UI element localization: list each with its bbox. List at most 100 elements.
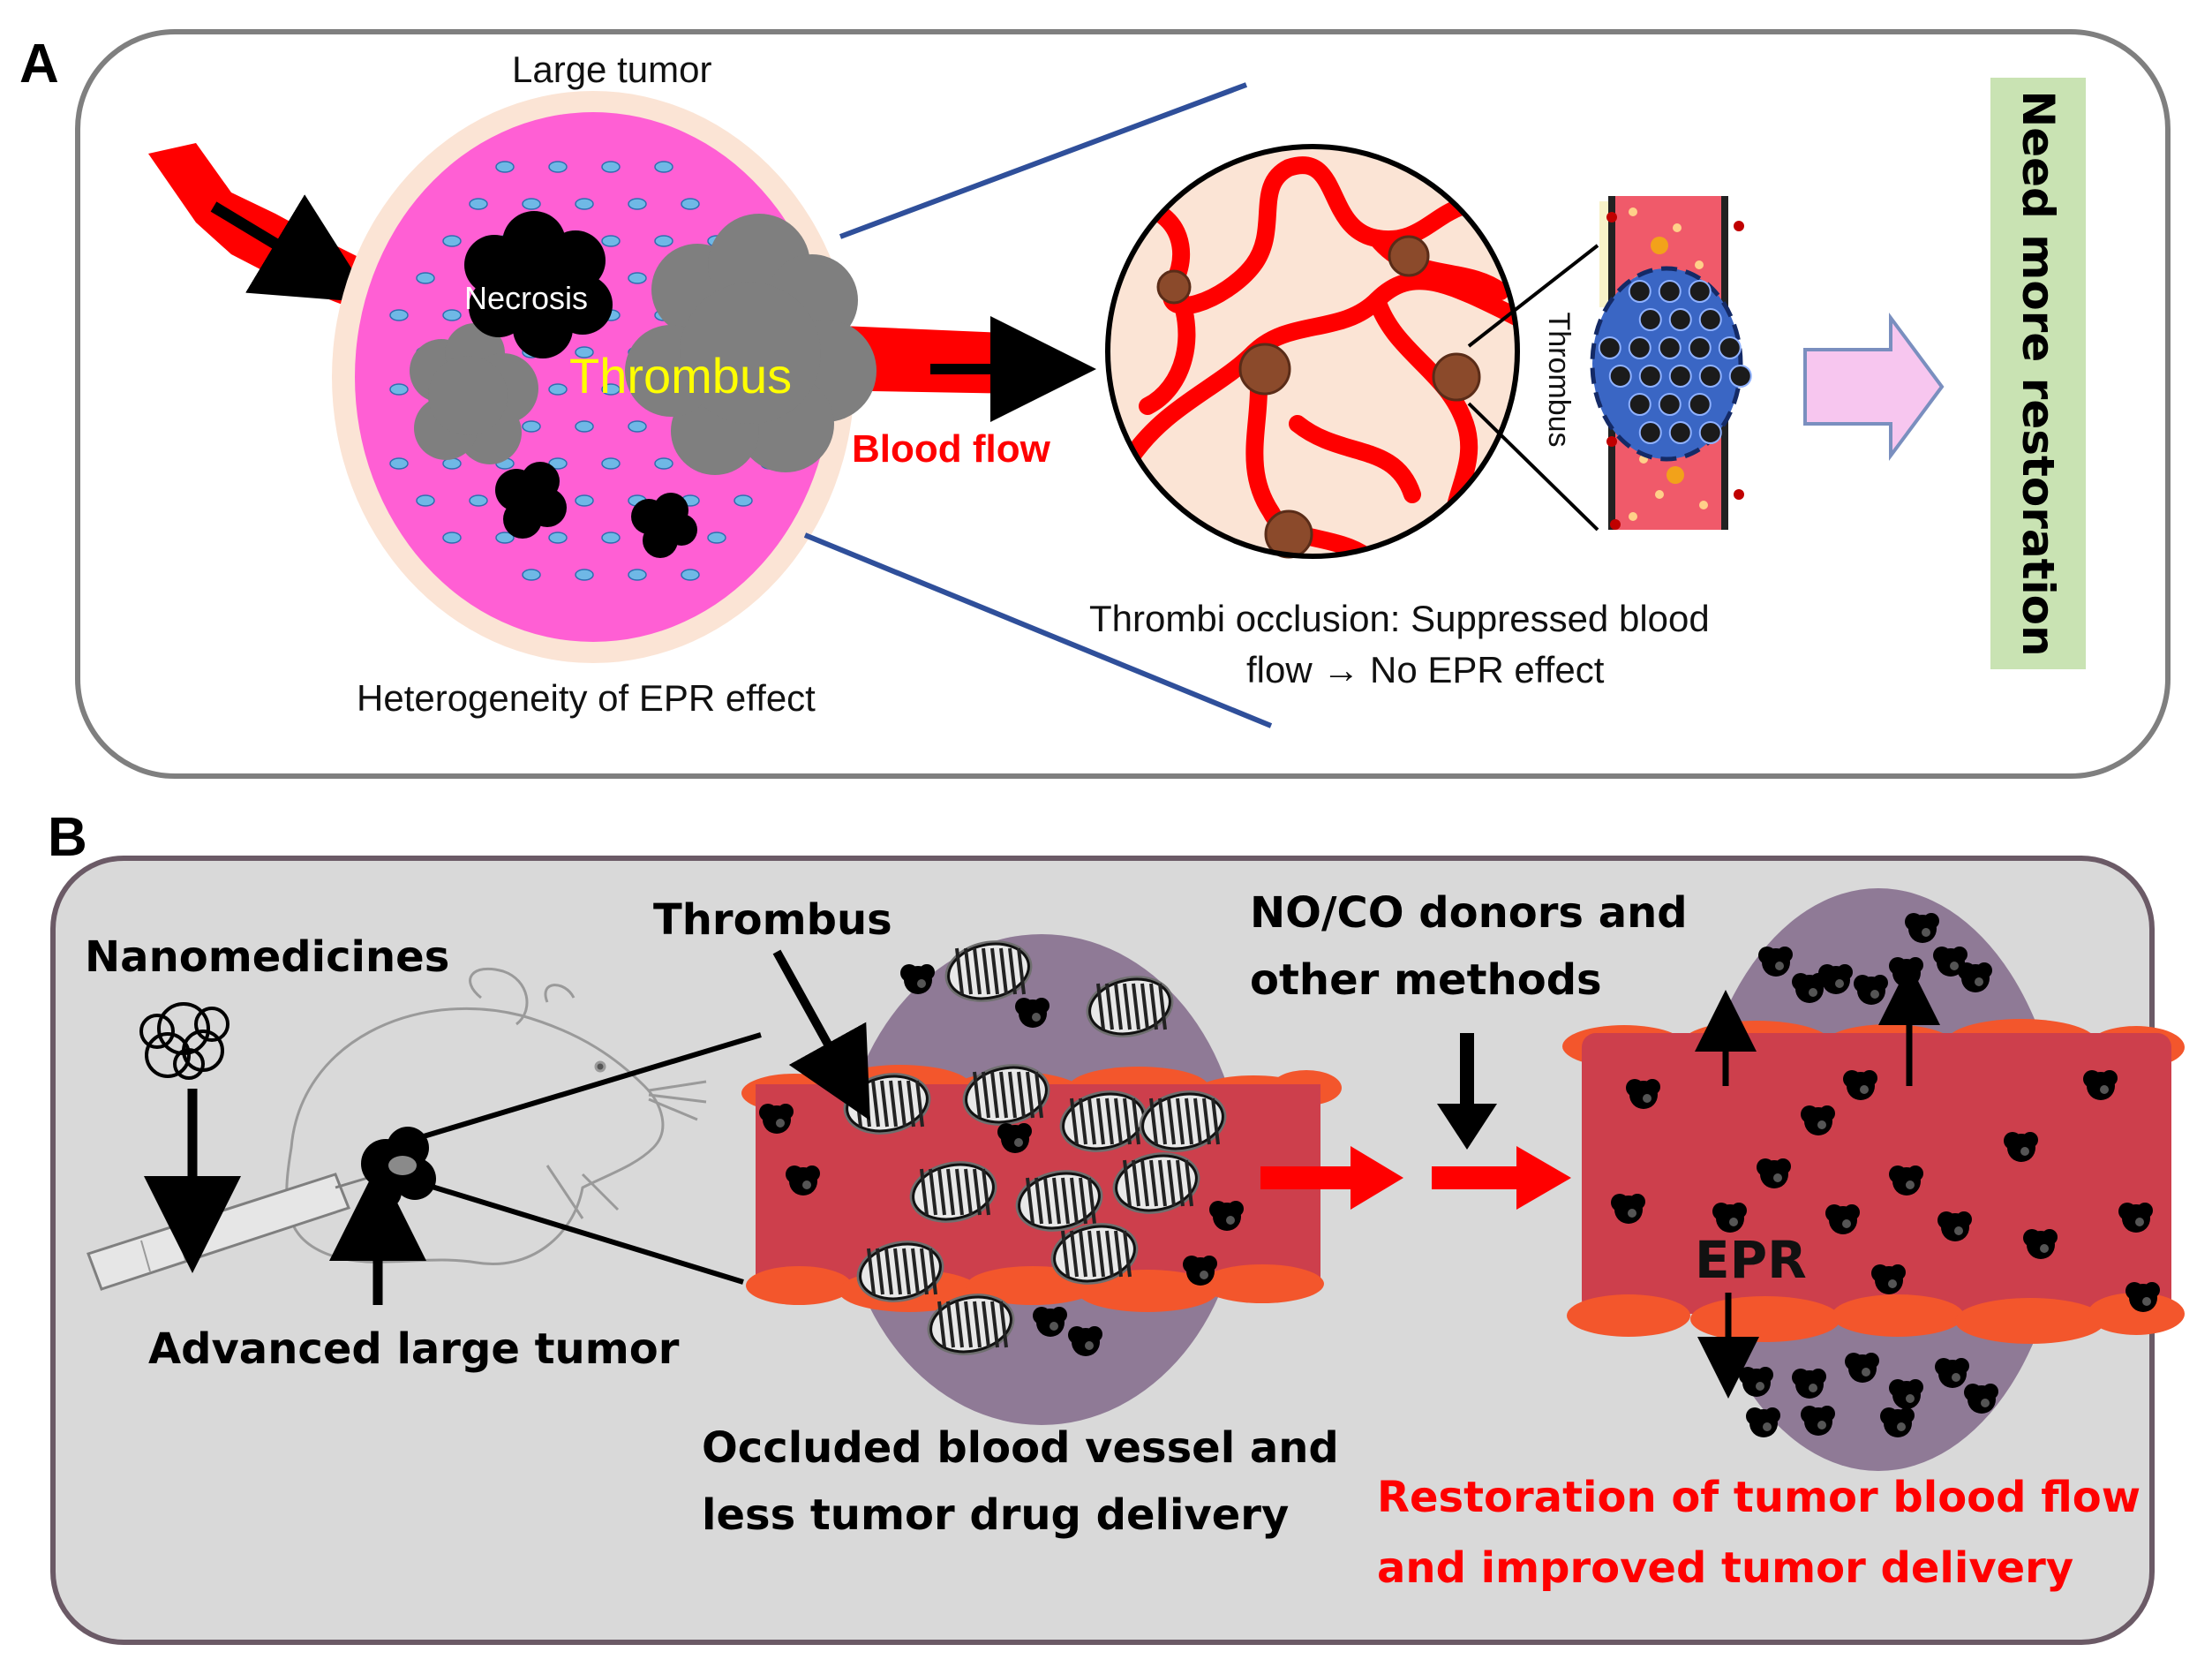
tumor-cell bbox=[389, 383, 409, 396]
clot-cell bbox=[1628, 280, 1651, 303]
necrosis-label: Necrosis bbox=[464, 280, 589, 316]
clot-cell bbox=[1628, 393, 1651, 416]
nanoparticle bbox=[1889, 1165, 1923, 1196]
tumor-cell bbox=[416, 272, 435, 284]
tumor-cell bbox=[628, 569, 647, 581]
tumor-cell bbox=[575, 569, 594, 581]
donors-arrow-head bbox=[1437, 1104, 1497, 1150]
nanoparticle bbox=[1183, 1256, 1217, 1286]
nanomedicine-scribble bbox=[139, 1002, 229, 1080]
occlusion-line-1: Thrombi occlusion: Suppressed blood bbox=[1089, 598, 1710, 639]
large-tumor-label: Large tumor bbox=[512, 49, 712, 90]
thrombus-clot bbox=[1590, 266, 1752, 462]
blood-cell-dot bbox=[1673, 223, 1682, 232]
thrombus-label-b: Thrombus bbox=[653, 895, 892, 945]
tumor-cell bbox=[654, 161, 673, 173]
clot-cell bbox=[1728, 365, 1752, 388]
tumor-cell bbox=[548, 383, 568, 396]
panel-a-letter: A bbox=[19, 34, 59, 94]
occluded-line-1: Occluded blood vessel and bbox=[702, 1423, 1339, 1473]
donors-line-1: NO/CO donors and bbox=[1250, 888, 1688, 938]
clot-cell bbox=[1698, 308, 1722, 331]
tumor-cell bbox=[522, 569, 541, 581]
clot-cell bbox=[1668, 308, 1692, 331]
nanoparticle bbox=[1801, 1406, 1835, 1436]
necrosis-small-1 bbox=[495, 462, 567, 539]
clot-cell bbox=[1608, 365, 1632, 388]
tumor-cell bbox=[575, 420, 594, 433]
clot-cell bbox=[1658, 280, 1682, 303]
clot-cell bbox=[1658, 336, 1682, 359]
nanoparticle bbox=[1905, 913, 1939, 943]
tumor-cell bbox=[442, 309, 462, 321]
clot-cell bbox=[1658, 393, 1682, 416]
restoration-line-2: and improved tumor delivery bbox=[1377, 1543, 2074, 1593]
striped-thrombus bbox=[1015, 1170, 1103, 1232]
nanoparticle bbox=[1964, 1384, 1998, 1414]
nanoparticle bbox=[2083, 1070, 2118, 1100]
clot-cell bbox=[1638, 421, 1662, 444]
heterogeneity-label: Heterogeneity of EPR effect bbox=[357, 677, 816, 719]
blood-cell-dot bbox=[1699, 501, 1708, 509]
clot-cell bbox=[1638, 308, 1662, 331]
tumor-cell bbox=[575, 198, 594, 210]
zoom-line-b-bottom bbox=[414, 1179, 744, 1285]
nanoparticle bbox=[1792, 973, 1826, 1003]
tumor-cell bbox=[522, 198, 541, 210]
nanoparticle bbox=[1611, 1194, 1645, 1224]
nanomedicines-label: Nanomedicines bbox=[85, 932, 450, 982]
zoom-circle bbox=[1105, 144, 1520, 559]
tumor-cell bbox=[601, 161, 621, 173]
need-more-restoration-label: Need more restoration bbox=[2013, 90, 2064, 657]
thrombus-label-arrow bbox=[772, 949, 870, 1121]
blood-flow-label: Blood flow bbox=[852, 427, 1050, 471]
striped-thrombus bbox=[1050, 1223, 1139, 1285]
tumor-cell bbox=[628, 272, 647, 284]
panel-b-letter: B bbox=[48, 807, 87, 868]
epr-label: EPR bbox=[1695, 1230, 1807, 1290]
blood-cell-dot bbox=[1655, 490, 1664, 499]
nanoparticle bbox=[1933, 947, 1967, 977]
nanoparticle bbox=[786, 1165, 820, 1196]
tumor-cell bbox=[469, 198, 488, 210]
nanoparticles-left bbox=[759, 964, 1244, 1356]
red-arrow-1-head bbox=[1351, 1146, 1403, 1210]
tumor-cell bbox=[628, 198, 647, 210]
nanoparticle bbox=[1015, 998, 1050, 1028]
tumor-cell bbox=[681, 198, 700, 210]
restoration-box bbox=[1990, 78, 2086, 669]
clot-cell bbox=[1718, 336, 1742, 359]
zoom-line-top bbox=[839, 82, 1248, 239]
thrombus-pointer-bottom bbox=[1467, 402, 1599, 532]
tumor-cell bbox=[601, 235, 621, 247]
nanoparticle bbox=[1757, 1158, 1791, 1188]
small-thrombus-mass bbox=[410, 323, 538, 464]
clot-cell bbox=[1698, 365, 1722, 388]
striped-thrombus bbox=[1112, 1152, 1200, 1214]
nanoparticle bbox=[1935, 1358, 1969, 1388]
tumor-cell bbox=[495, 532, 515, 544]
nanoparticle bbox=[1937, 1211, 1972, 1241]
nanoparticle bbox=[1871, 1264, 1906, 1294]
clot-cell bbox=[1688, 393, 1712, 416]
nanoparticle bbox=[2125, 1282, 2160, 1312]
tumor-cell bbox=[442, 235, 462, 247]
nanoparticle bbox=[1712, 1203, 1747, 1233]
tumor-cell bbox=[442, 532, 462, 544]
tumor-cell bbox=[601, 457, 621, 470]
nanoparticle bbox=[1626, 1079, 1660, 1109]
tumor-cell bbox=[628, 420, 647, 433]
nanoparticle bbox=[2023, 1229, 2058, 1259]
zoom-line-bottom bbox=[803, 532, 1273, 728]
tumor-cell bbox=[548, 532, 568, 544]
necrosis-small-2 bbox=[631, 493, 697, 558]
tumor-cell bbox=[548, 161, 568, 173]
striped-thrombus bbox=[944, 940, 1033, 1002]
restored-vessel bbox=[1582, 1033, 2171, 1314]
blood-cell-dot bbox=[1629, 207, 1637, 216]
zoom-line-b-top bbox=[414, 1032, 762, 1142]
nanoparticle bbox=[1801, 1105, 1835, 1135]
occluded-line-2: less tumor drug delivery bbox=[702, 1490, 1290, 1540]
tumor-cell bbox=[654, 235, 673, 247]
tumor-cell bbox=[601, 383, 621, 396]
